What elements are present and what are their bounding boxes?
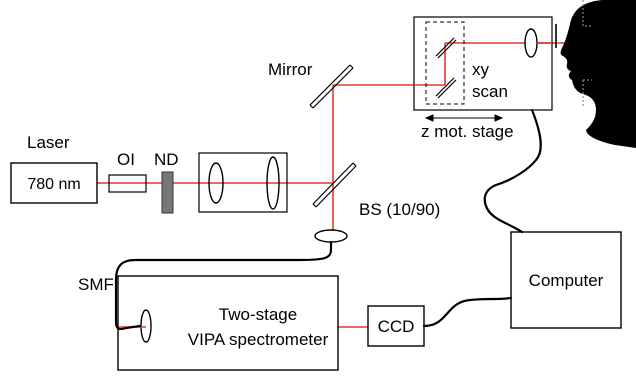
scan-computer-cable (483, 108, 542, 234)
beam-splitter (312, 162, 357, 208)
head-silhouette (555, 0, 636, 148)
mirror (309, 64, 354, 109)
laser-box (10, 162, 98, 204)
oi-label: OI (117, 150, 135, 169)
telescope-lens-1 (208, 162, 224, 204)
computer-label: Computer (529, 271, 604, 290)
telescope-lens-2 (266, 156, 280, 210)
xy-label: xy (472, 60, 490, 79)
computer-box (510, 231, 622, 329)
galvo-mirror-top (435, 37, 457, 59)
z-stage-arrow (424, 114, 504, 122)
smf-fiber (114, 240, 333, 331)
spectrometer-line2: VIPA spectrometer (188, 330, 329, 349)
ccd-computer-cable (422, 296, 513, 328)
spectrometer-input-lens (140, 309, 152, 343)
galvo-box (425, 21, 465, 105)
eye-position-marks (582, 0, 592, 108)
spectrometer-line1: Two-stage (219, 305, 297, 324)
objective-lens (524, 28, 538, 58)
ccd-label: CCD (378, 317, 415, 336)
nd-filter (161, 171, 174, 214)
scan-label: scan (472, 82, 508, 101)
optical-isolator (108, 174, 147, 193)
smf-label: SMF (78, 275, 114, 294)
mirror-label: Mirror (268, 60, 313, 79)
telescope-box (198, 152, 288, 213)
laser-title: Laser (27, 133, 70, 152)
laser-wavelength: 780 nm (27, 176, 80, 193)
collection-lens (314, 229, 348, 243)
spectrometer-box (117, 275, 339, 371)
z-stage-label: z mot. stage (421, 122, 514, 141)
bs-label: BS (10/90) (359, 200, 440, 219)
galvo-mirror-bottom (435, 77, 457, 99)
nd-label: ND (154, 150, 179, 169)
